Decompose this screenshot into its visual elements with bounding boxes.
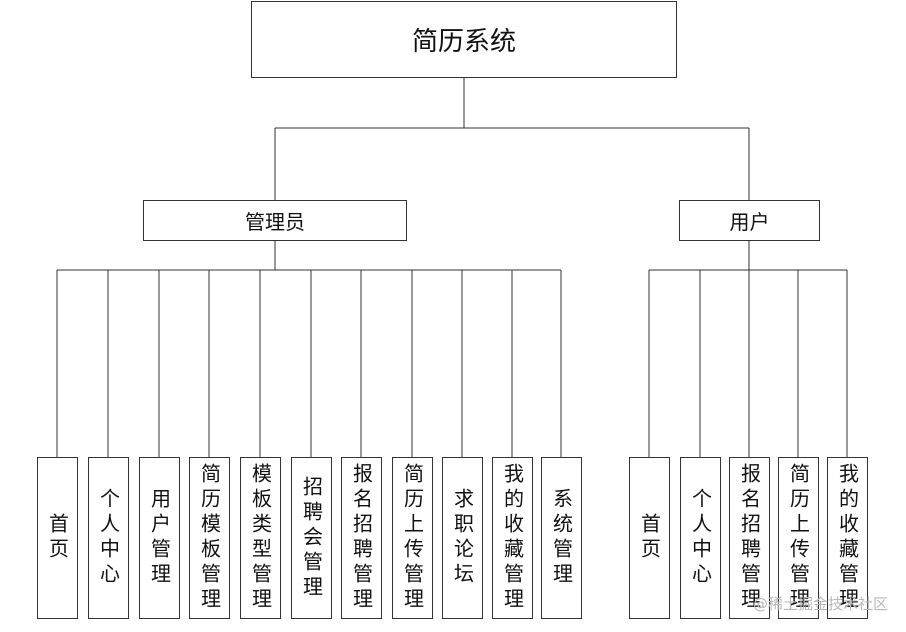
admin-module-favorites-management: 我的收藏管理 [492, 457, 533, 619]
root-node-resume-system: 简历系统 [251, 1, 677, 78]
user-module-application-management: 报名招聘管理 [729, 457, 770, 619]
admin-module-job-fair-management: 招聘会管理 [291, 457, 332, 619]
admin-module-resume-template-management: 简历模板管理 [189, 457, 230, 619]
admin-label: 管理员 [245, 210, 305, 234]
user-module-favorites-management: 我的收藏管理 [827, 457, 868, 619]
admin-module-job-forum: 求职论坛 [442, 457, 483, 619]
admin-node: 管理员 [143, 200, 407, 241]
admin-module-system-management: 系统管理 [541, 457, 582, 619]
user-module-resume-upload-management: 简历上传管理 [778, 457, 819, 619]
user-module-home: 首页 [629, 457, 670, 619]
admin-module-application-management: 报名招聘管理 [341, 457, 382, 619]
admin-module-user-management: 用户管理 [139, 457, 180, 619]
root-label: 简历系统 [411, 27, 516, 57]
watermark: @稀土掘金技术社区 [752, 595, 888, 613]
admin-module-home: 首页 [37, 457, 78, 619]
admin-module-resume-upload-management: 简历上传管理 [392, 457, 433, 619]
user-label: 用户 [729, 210, 770, 234]
admin-module-profile: 个人中心 [88, 457, 129, 619]
user-node: 用户 [679, 200, 820, 241]
admin-module-template-type-management: 模板类型管理 [240, 457, 281, 619]
user-module-profile: 个人中心 [680, 457, 721, 619]
